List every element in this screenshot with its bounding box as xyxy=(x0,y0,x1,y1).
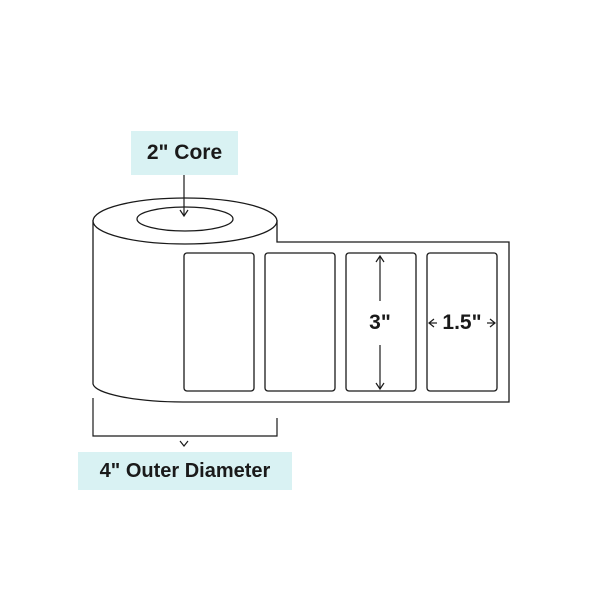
roll-top-face xyxy=(92,197,278,245)
label-height-label: 3" xyxy=(369,311,391,334)
label-1 xyxy=(183,252,255,392)
label-strip xyxy=(183,252,498,392)
outer-diameter-bracket xyxy=(92,398,278,447)
label-2 xyxy=(264,252,336,392)
roll-core-hole xyxy=(136,206,234,232)
outer-diameter-label-bg xyxy=(78,452,292,490)
outer-diameter-label: 4" Outer Diameter xyxy=(99,459,271,482)
core-label-bg xyxy=(131,131,238,175)
label-width-label: 1.5" xyxy=(442,311,482,334)
label-4 xyxy=(426,252,498,392)
core-size-label: 2" Core xyxy=(146,141,223,164)
label-3 xyxy=(345,252,417,392)
core-arrow xyxy=(179,175,189,218)
height-arrow xyxy=(375,254,385,391)
width-arrow xyxy=(428,318,496,328)
